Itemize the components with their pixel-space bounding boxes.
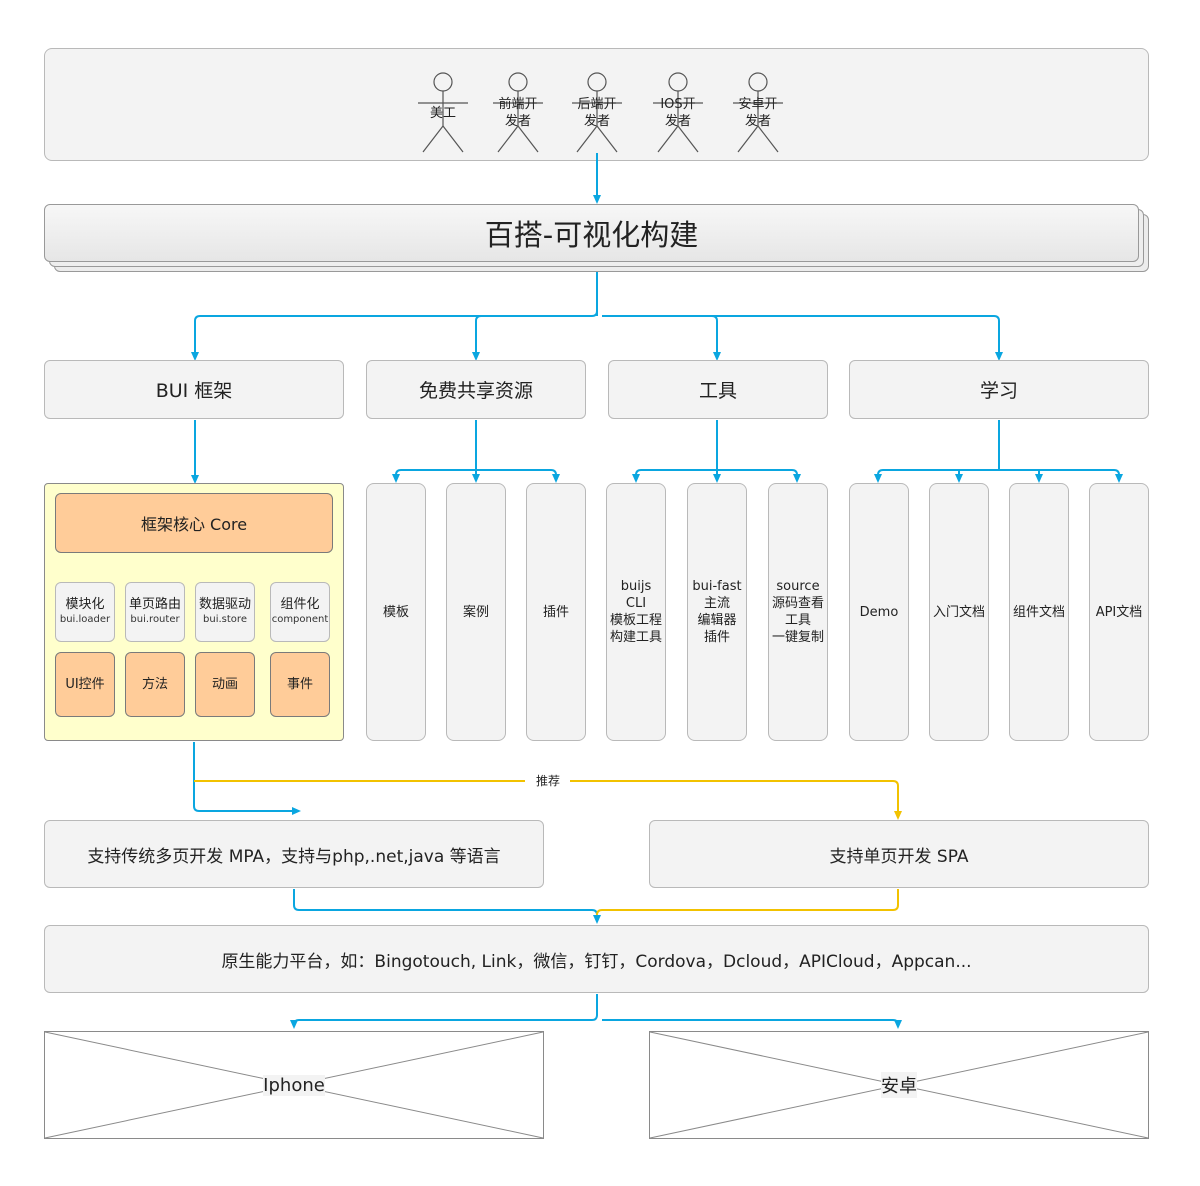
role-label-0: 美工 — [413, 105, 473, 122]
tool-line: bui-fast — [692, 579, 742, 594]
core-title: 框架核心 Core — [140, 515, 248, 534]
module-sub: bui.store — [203, 614, 247, 625]
tool-line: 构建工具 — [609, 630, 662, 645]
resource-label: 模板 — [382, 604, 409, 620]
role-label-1: 前端开 发者 — [488, 96, 548, 130]
platform-text: 原生能力平台，如：Bingotouch, Link，微信，钉钉，Cordova，… — [221, 951, 972, 972]
tool-line: source — [776, 579, 820, 594]
role-line: 发者 — [504, 114, 531, 129]
category-resources[interactable]: 免费共享资源 — [366, 360, 586, 419]
main-title[interactable]: 百搭-可视化构建 — [44, 204, 1139, 262]
learn-label: API文档 — [1095, 604, 1143, 620]
part-box[interactable]: 动画 — [195, 652, 255, 717]
category-bui-label: BUI 框架 — [155, 380, 233, 402]
learn-label: 入门文档 — [932, 604, 985, 620]
main-title-text: 百搭-可视化构建 — [484, 218, 699, 252]
tool-item[interactable]: source 源码查看 工具 一键复制 — [768, 483, 828, 741]
device-iphone[interactable]: Iphone — [44, 1031, 544, 1139]
module-box[interactable]: 模块化 bui.loader — [55, 582, 115, 642]
tool-line: 主流 — [703, 596, 730, 611]
platform-box[interactable]: 原生能力平台，如：Bingotouch, Link，微信，钉钉，Cordova，… — [44, 925, 1149, 993]
role-line: 后端开 — [577, 97, 617, 112]
role-label-3: IOS开 发者 — [648, 96, 708, 130]
module-label: 单页路由 — [128, 597, 181, 612]
part-label: UI控件 — [65, 676, 105, 692]
mpa-box[interactable]: 支持传统多页开发 MPA，支持与php,.net,java 等语言 — [44, 820, 544, 888]
role-line: 美工 — [429, 106, 456, 121]
tool-line: 插件 — [703, 630, 730, 645]
part-label: 方法 — [141, 676, 168, 692]
tool-line: 源码查看 — [771, 596, 824, 611]
part-box[interactable]: 事件 — [270, 652, 330, 717]
role-line: 发者 — [583, 114, 610, 129]
role-line: 发者 — [664, 114, 691, 129]
learn-item[interactable]: API文档 — [1089, 483, 1149, 741]
category-learn[interactable]: 学习 — [849, 360, 1149, 419]
category-bui[interactable]: BUI 框架 — [44, 360, 344, 419]
learn-item[interactable]: 入门文档 — [929, 483, 989, 741]
tool-line: 模板工程 — [609, 613, 662, 628]
tool-line: buijs — [620, 579, 652, 594]
category-resources-label: 免费共享资源 — [418, 380, 533, 402]
tool-line: 一键复制 — [771, 630, 824, 645]
resource-label: 案例 — [462, 604, 489, 620]
role-line: 前端开 — [498, 97, 538, 112]
tool-item[interactable]: bui-fast 主流 编辑器 插件 — [687, 483, 747, 741]
module-label: 组件化 — [280, 597, 320, 612]
spa-box[interactable]: 支持单页开发 SPA — [649, 820, 1149, 888]
device-android-label: 安卓 — [881, 1072, 917, 1098]
device-iphone-label: Iphone — [263, 1074, 325, 1096]
module-label: 数据驱动 — [198, 597, 251, 612]
role-label-2: 后端开 发者 — [567, 96, 627, 130]
module-label: 模块化 — [65, 597, 105, 612]
part-label: 事件 — [286, 676, 313, 692]
part-label: 动画 — [211, 676, 238, 692]
tool-line: 编辑器 — [697, 613, 737, 628]
spa-text: 支持单页开发 SPA — [829, 846, 969, 867]
module-box[interactable]: 单页路由 bui.router — [125, 582, 185, 642]
resource-item[interactable]: 模板 — [366, 483, 426, 741]
resource-item[interactable]: 案例 — [446, 483, 506, 741]
tool-line: 工具 — [784, 613, 811, 628]
role-line: 发者 — [744, 114, 771, 129]
module-box[interactable]: 组件化 component — [270, 582, 330, 642]
tool-item[interactable]: buijs CLI 模板工程 构建工具 — [606, 483, 666, 741]
category-learn-label: 学习 — [979, 380, 1018, 402]
module-box[interactable]: 数据驱动 bui.store — [195, 582, 255, 642]
learn-label: Demo — [859, 604, 899, 620]
device-android[interactable]: 安卓 — [649, 1031, 1149, 1139]
core-title-box[interactable]: 框架核心 Core — [55, 493, 333, 553]
tool-line: CLI — [625, 596, 647, 611]
learn-item[interactable]: Demo — [849, 483, 909, 741]
role-line: IOS开 — [660, 97, 696, 112]
module-sub: component — [271, 614, 329, 625]
learn-item[interactable]: 组件文档 — [1009, 483, 1069, 741]
learn-label: 组件文档 — [1012, 604, 1065, 620]
role-label-4: 安卓开 发者 — [728, 96, 788, 130]
part-box[interactable]: 方法 — [125, 652, 185, 717]
part-box[interactable]: UI控件 — [55, 652, 115, 717]
actor-icon — [418, 72, 783, 153]
resource-item[interactable]: 插件 — [526, 483, 586, 741]
module-sub: bui.loader — [59, 614, 111, 625]
category-tools-label: 工具 — [698, 380, 737, 402]
module-sub: bui.router — [130, 614, 180, 625]
recommend-label: 推荐 — [533, 774, 564, 788]
mpa-text: 支持传统多页开发 MPA，支持与php,.net,java 等语言 — [87, 846, 501, 867]
resource-label: 插件 — [542, 604, 569, 620]
role-line: 安卓开 — [738, 97, 778, 112]
category-tools[interactable]: 工具 — [608, 360, 828, 419]
